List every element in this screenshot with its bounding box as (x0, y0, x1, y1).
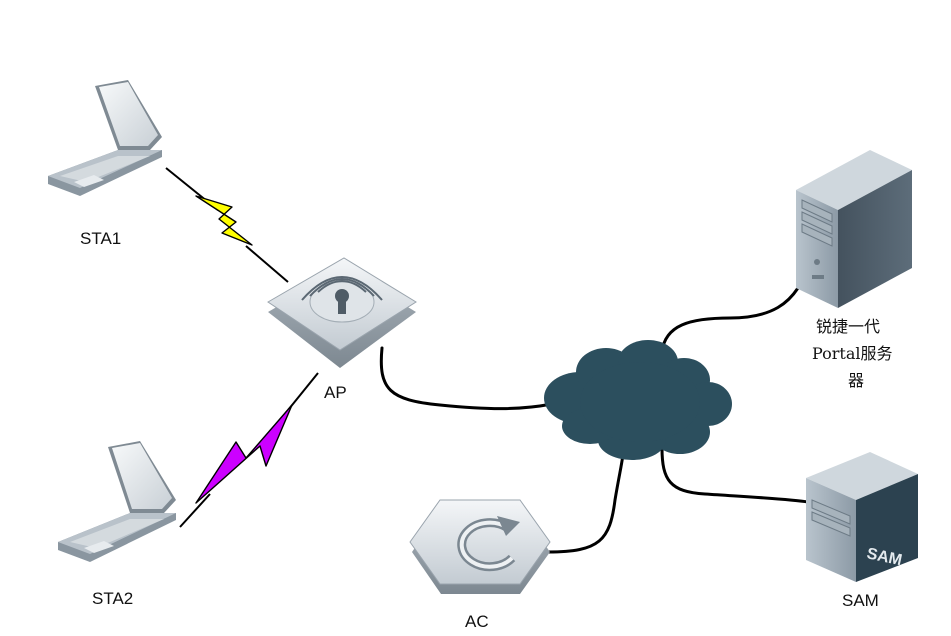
cloud-icon (544, 340, 732, 460)
sta2-label: STA2 (92, 589, 133, 608)
link-sam-to-network (660, 446, 810, 504)
portal-server-label-line-1: 锐捷一代 (816, 317, 880, 336)
portal-server-label-line-2: Portal服务 (812, 344, 893, 363)
lightning-bolt-sta1 (195, 195, 253, 246)
portal-server-top (796, 150, 912, 210)
sta1-label: STA1 (80, 229, 121, 248)
lightning-bolt-sta2 (195, 404, 293, 504)
portal-server-side (838, 170, 912, 308)
sta2-laptop (58, 441, 176, 562)
sta1-laptop (48, 80, 162, 196)
wireless-line-sta1-lower (245, 245, 289, 283)
sam-label: SAM (842, 591, 879, 610)
sam-server-icon: SAM (806, 452, 918, 582)
link-ac-to-network (546, 442, 626, 554)
wireless-access-point-icon (267, 257, 417, 368)
laptop-icon (48, 80, 162, 196)
server-tower-icon (796, 150, 912, 308)
portal-server-label-line-3: 器 (848, 371, 864, 390)
ap-label: AP (324, 383, 347, 402)
sam-server-top (806, 452, 918, 500)
wireless-line-sta2-lower (179, 493, 211, 528)
link-portal-to-network (660, 286, 800, 354)
sam-server-side (856, 474, 918, 582)
wireless-link-sta1-ap (165, 167, 289, 283)
link-ap-to-network (379, 346, 554, 411)
access-controller-icon (409, 499, 551, 594)
ac-label: AC (465, 612, 489, 631)
ac-body-top (409, 499, 551, 585)
laptop-icon (58, 441, 176, 562)
wireless-link-sta2-ap (179, 372, 319, 528)
